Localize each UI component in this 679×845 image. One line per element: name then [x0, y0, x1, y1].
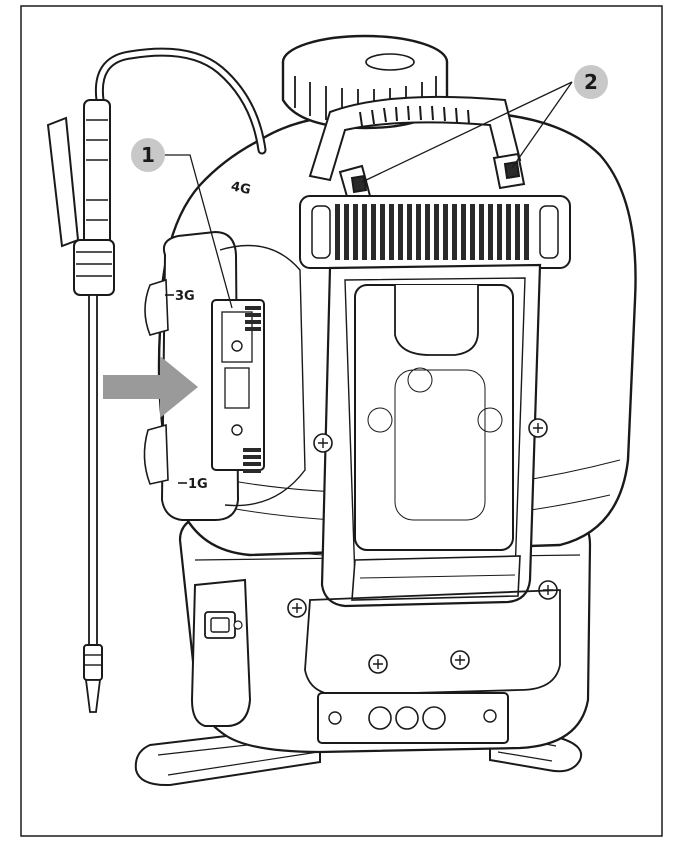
callout-2-label: 2 — [584, 70, 598, 94]
bottom-plate — [304, 589, 561, 744]
callout-2: 2 — [574, 65, 608, 99]
scale-mark-low: 1G — [188, 477, 208, 492]
strap-clips — [338, 152, 526, 202]
scale-mark-mid: 3G — [175, 289, 195, 304]
scale-mark-top: 4G — [230, 179, 252, 198]
scale-markings: 4G 3G 1G — [165, 179, 252, 492]
power-switch[interactable] — [190, 578, 252, 727]
spray-wand[interactable] — [46, 99, 115, 713]
insert-direction-arrow — [103, 356, 198, 418]
carry-handle[interactable] — [308, 95, 522, 182]
battery-slot — [211, 299, 265, 473]
callout-1: 1 — [131, 138, 165, 172]
back-plate — [320, 263, 542, 608]
back-plate-ribs — [299, 195, 571, 269]
callout-leaders — [163, 81, 573, 309]
callout-1-label: 1 — [141, 143, 155, 167]
back-plate-screws — [287, 418, 558, 674]
